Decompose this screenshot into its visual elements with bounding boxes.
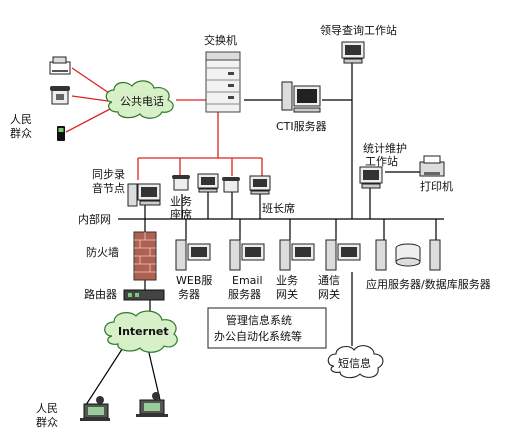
web-server-label-2: 务器: [178, 288, 200, 301]
people-top-label-2: 群众: [10, 126, 32, 140]
switch-label: 交换机: [204, 33, 237, 47]
computer-icon: [197, 173, 219, 193]
email-server-label-1: Email: [232, 274, 263, 287]
team-leader-label: 班长席: [262, 201, 295, 215]
internet-label: Internet: [118, 325, 169, 338]
server-icon: [175, 239, 211, 271]
phone-icon: [50, 86, 70, 105]
computer-icon: [281, 81, 321, 113]
router-label: 路由器: [84, 287, 117, 301]
router-icon: [123, 289, 165, 301]
server-icon: [325, 239, 361, 271]
computer-icon: [249, 175, 271, 195]
cti-server-label: CTI服务器: [276, 120, 327, 133]
phone-icon: [172, 175, 190, 191]
leader-station-label: 领导查询工作站: [320, 23, 397, 37]
computer-icon: [359, 166, 383, 189]
computer-icon: [341, 41, 365, 64]
people-bottom-label-1: 人民: [36, 402, 58, 415]
mobile-phone-icon: [57, 126, 65, 141]
business-seat-label-1: 业务: [170, 195, 192, 208]
public-phone-label: 公共电话: [120, 95, 164, 108]
business-gateway-label-1: 业务: [276, 274, 298, 287]
person-computer-icon: [136, 392, 168, 417]
server-icon: [229, 239, 265, 271]
sync-record-label-1: 同步录: [92, 168, 125, 181]
printer-label: 打印机: [420, 179, 453, 193]
server-icon: [279, 239, 315, 271]
cloud-icon: [327, 345, 384, 379]
email-server-label-2: 服务器: [228, 288, 261, 301]
phone-icon: [222, 177, 240, 193]
person-computer-icon: [80, 396, 110, 421]
business-seat-label-2: 座席: [170, 207, 192, 221]
computer-icon: [127, 183, 161, 207]
sms-label: 短信息: [338, 356, 371, 370]
people-bottom-label-2: 群众: [36, 415, 58, 429]
sync-record-label-2: 音节点: [92, 181, 125, 195]
people-top-label-1: 人民: [10, 113, 32, 126]
stats-station-label-2: 工作站: [365, 154, 398, 168]
phone-lines: [65, 67, 263, 180]
firewall-icon: [133, 231, 157, 281]
switch-icon: [205, 51, 241, 113]
stats-station-label-1: 统计维护: [363, 141, 407, 155]
app-db-server-label: 应用服务器/数据库服务器: [366, 277, 491, 291]
fax-icon: [49, 56, 71, 75]
mis-label-1: 管理信息系统: [226, 313, 292, 327]
network-lines: [83, 62, 444, 409]
intranet-label: 内部网: [78, 212, 111, 226]
server-icon: [375, 239, 441, 271]
business-gateway-label-2: 网关: [276, 287, 298, 301]
printer-icon: [419, 155, 445, 177]
cloud-icon: [104, 310, 178, 353]
mis-box: [207, 307, 327, 349]
web-server-label-1: WEB服: [176, 274, 212, 287]
cloud-icon: [105, 80, 174, 119]
firewall-label: 防火墙: [86, 245, 119, 259]
mis-label-2: 办公自动化系统等: [214, 329, 302, 343]
comm-gateway-label-1: 通信: [318, 274, 340, 287]
comm-gateway-label-2: 网关: [318, 287, 340, 301]
